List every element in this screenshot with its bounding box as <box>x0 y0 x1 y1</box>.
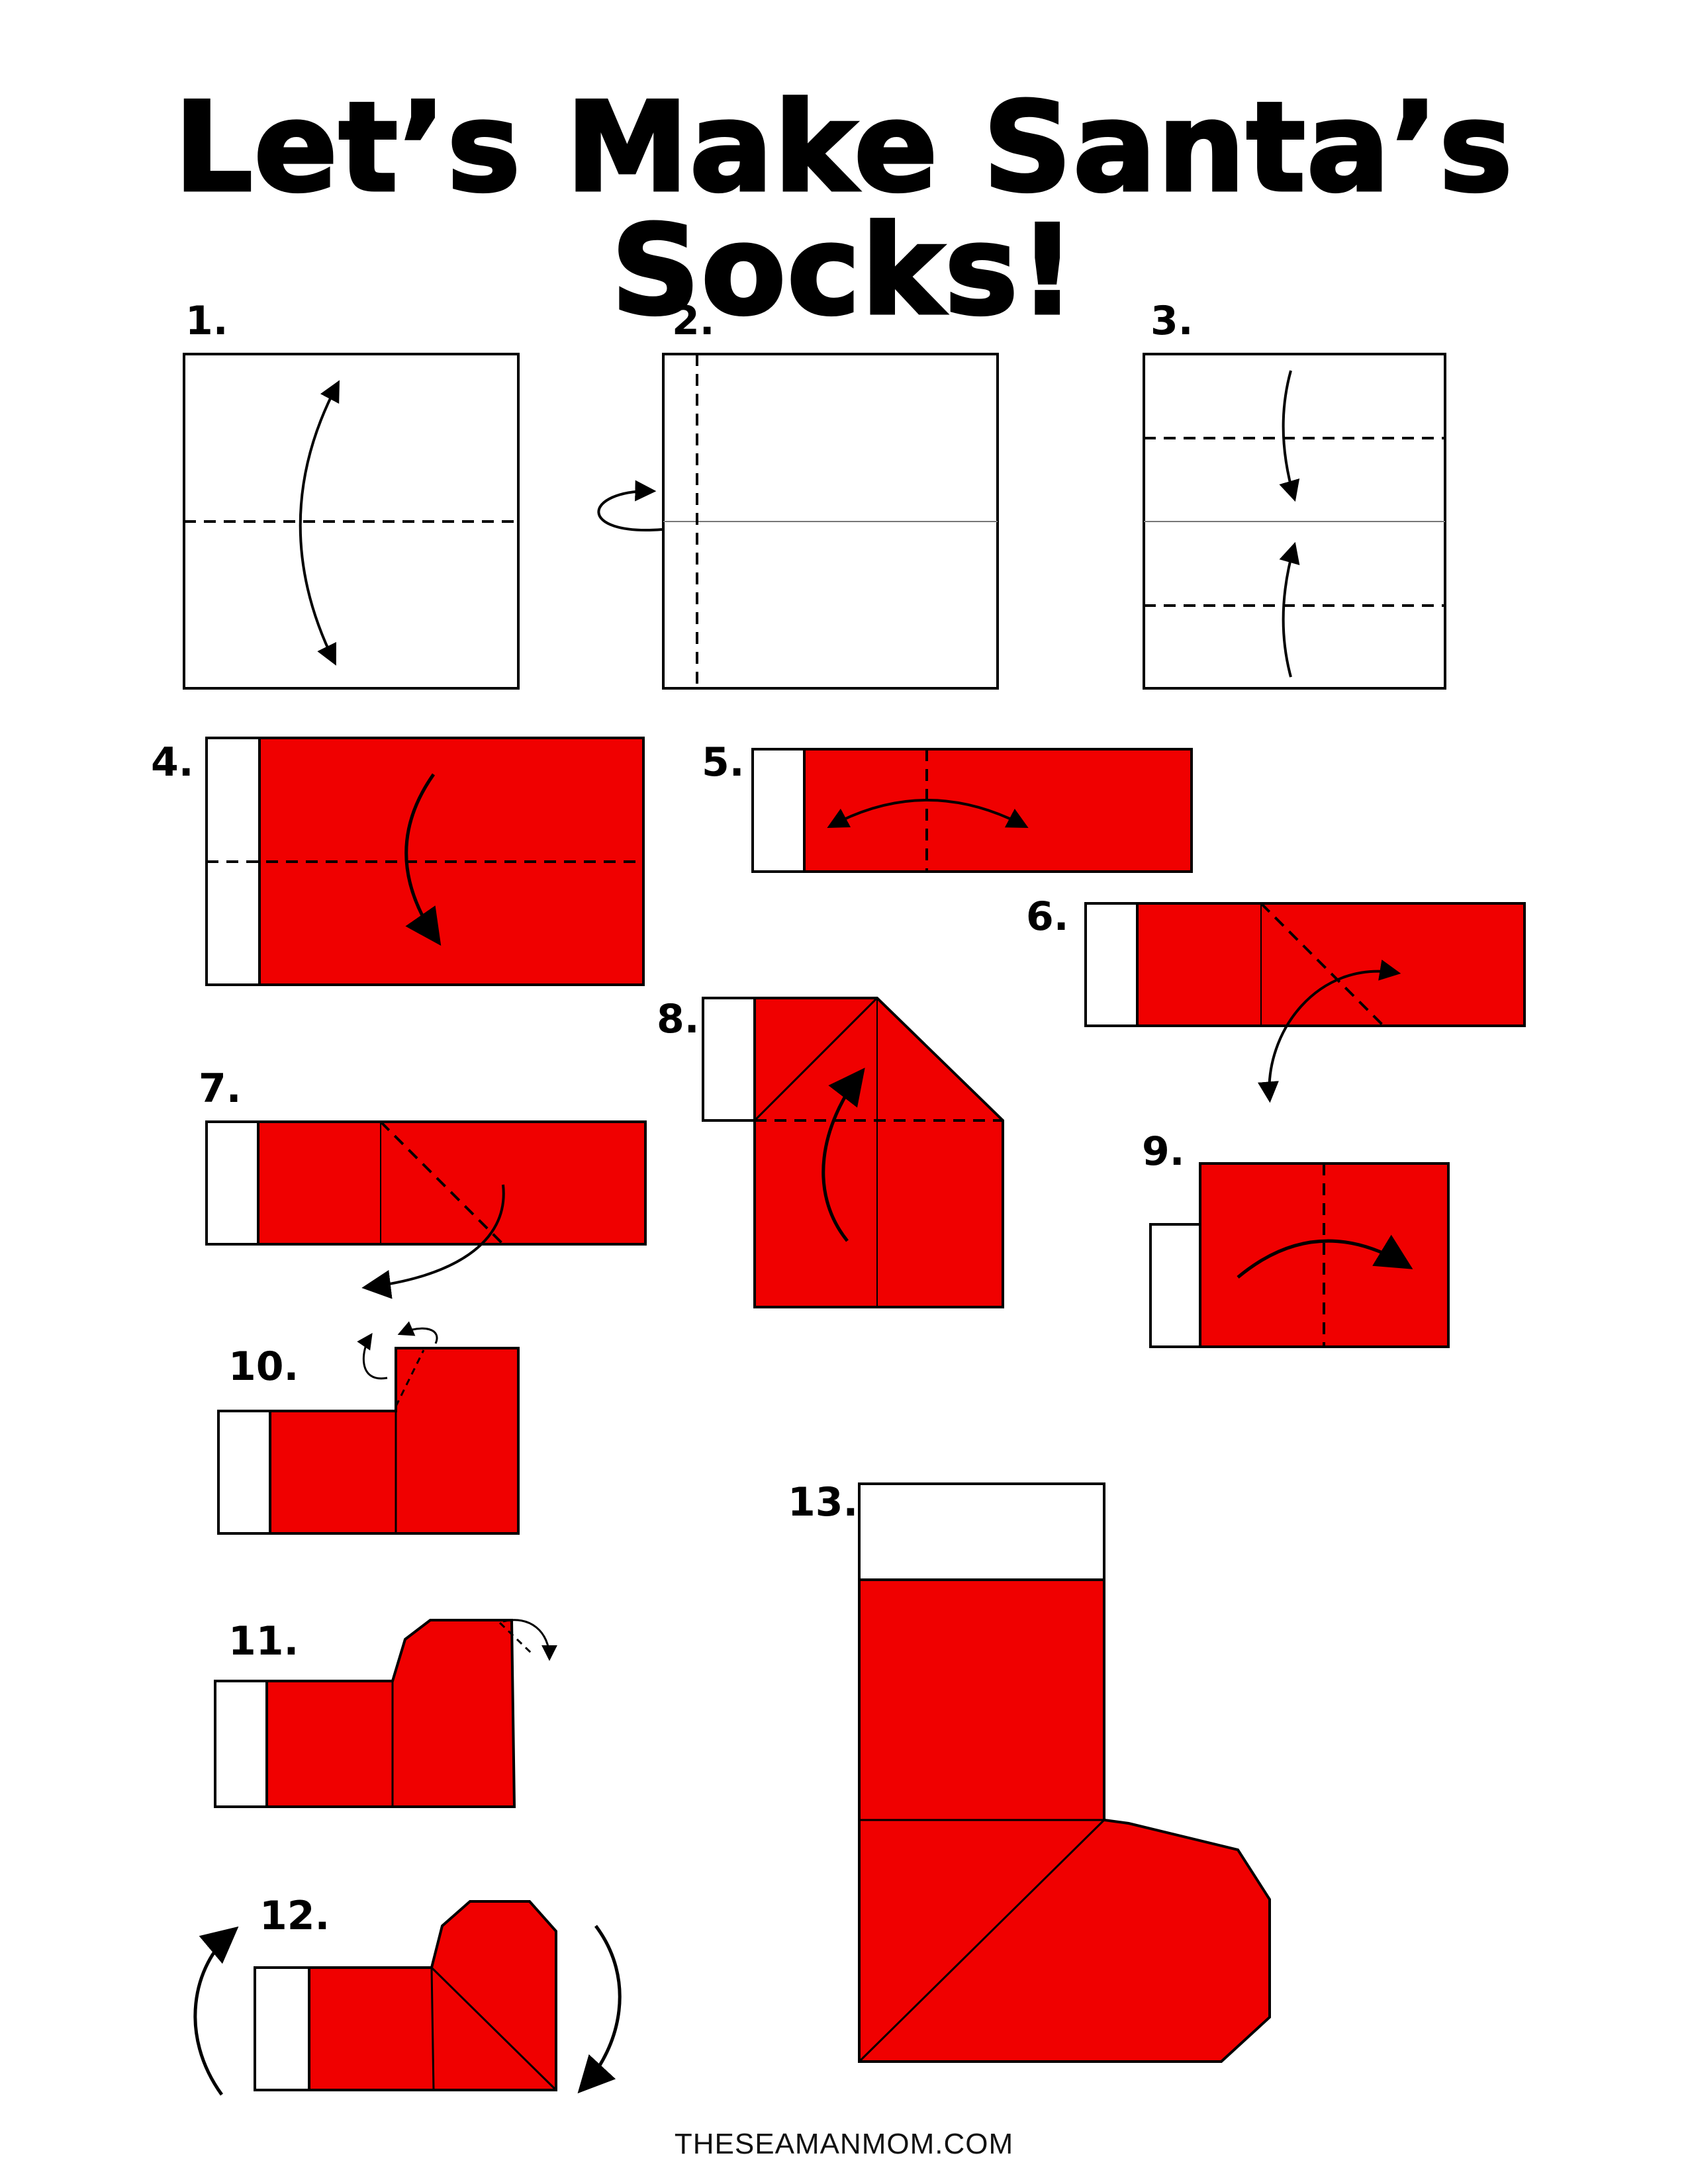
step-5-diagram <box>751 748 1193 873</box>
step-12-label: 12. <box>259 1893 330 1939</box>
step-8-label: 8. <box>657 996 700 1042</box>
step-4-diagram <box>205 737 645 986</box>
step-10-label: 10. <box>228 1343 299 1390</box>
step-2-label: 2. <box>672 298 715 344</box>
step-8-diagram <box>702 997 1004 1308</box>
step-12-diagram <box>193 1900 622 2096</box>
step-4-label: 4. <box>151 739 194 786</box>
step-9-label: 9. <box>1142 1128 1185 1175</box>
step-6-diagram <box>1084 902 1526 1103</box>
step-7-label: 7. <box>199 1066 242 1112</box>
step-11-diagram <box>214 1619 557 1808</box>
step-1-label: 1. <box>185 298 228 344</box>
step-13-label: 13. <box>788 1479 859 1525</box>
page-title: Let’s Make Santa’s Socks! <box>173 75 1515 342</box>
step-9-diagram <box>1149 1162 1450 1348</box>
step-6-label: 6. <box>1026 893 1069 940</box>
step-13-diagram <box>858 1482 1271 2063</box>
step-3-diagram <box>1143 353 1446 690</box>
step-7-diagram <box>205 1120 647 1299</box>
step-10-diagram <box>217 1321 520 1535</box>
step-11-label: 11. <box>228 1618 299 1664</box>
footer-website: THESEAMANMOM.COM <box>674 2128 1014 2160</box>
step-2-diagram <box>597 353 999 690</box>
step-3-label: 3. <box>1150 298 1194 344</box>
step-1-diagram <box>183 353 520 690</box>
step-5-label: 5. <box>702 739 745 786</box>
